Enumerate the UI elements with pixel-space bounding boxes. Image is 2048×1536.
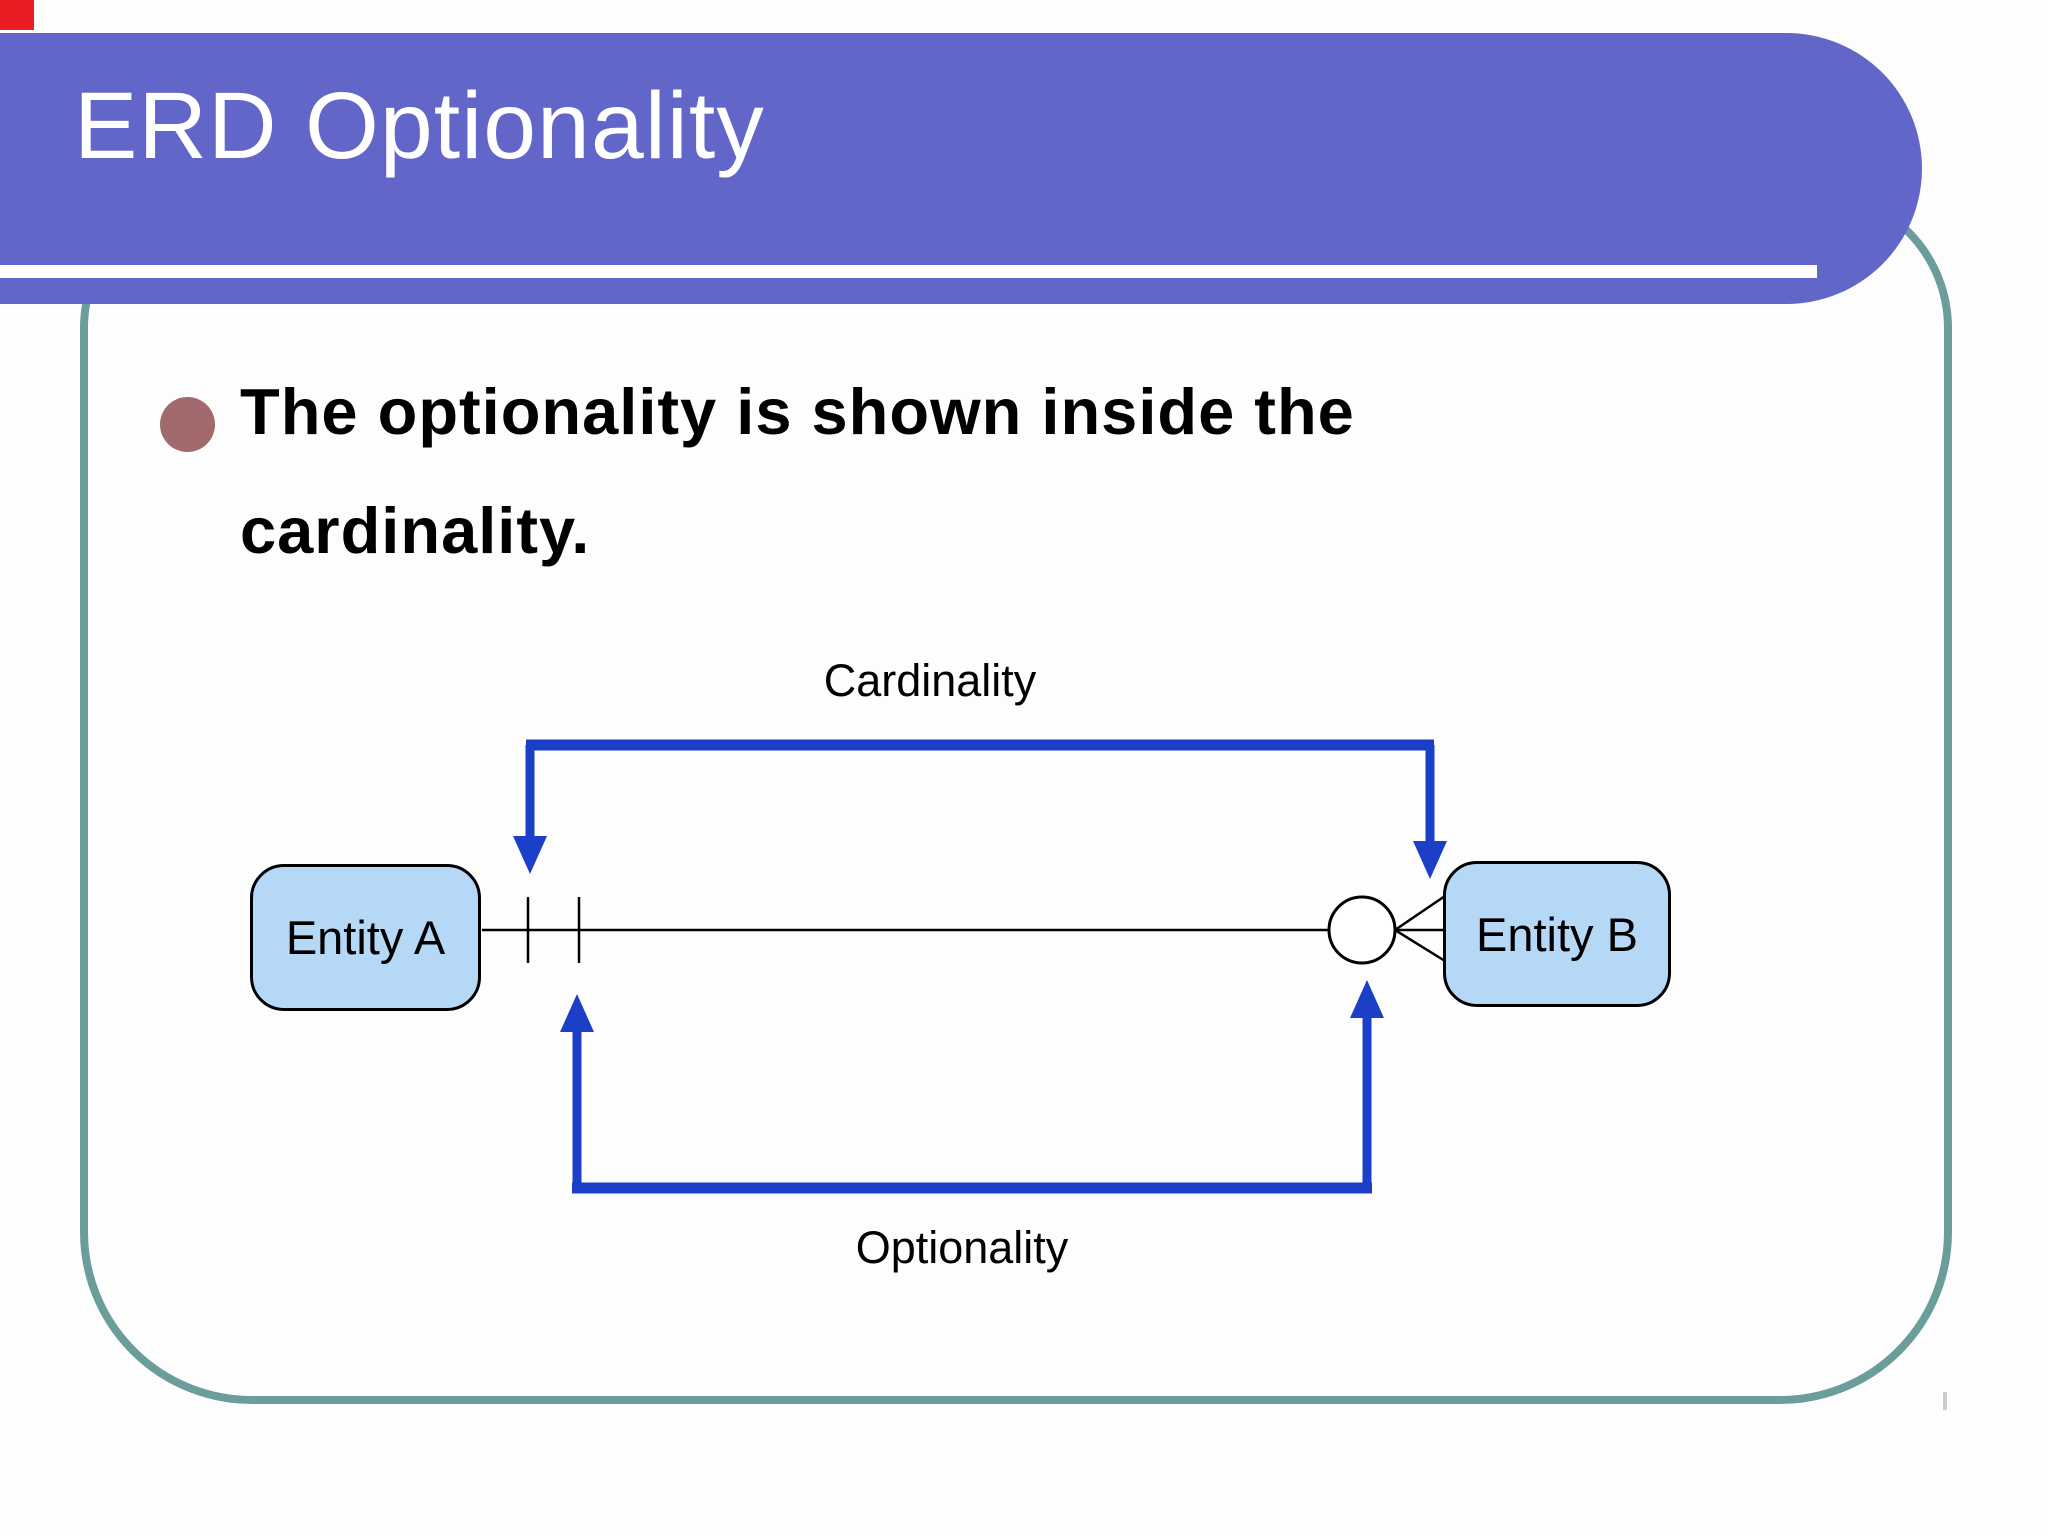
title-header-bar [0, 33, 1922, 304]
optionality-label: Optionality [855, 1222, 1069, 1273]
faint-corner-dash [1943, 1392, 1947, 1410]
cardinality-label: Cardinality [823, 655, 1037, 706]
red-corner-mark [0, 0, 34, 30]
entity-a-box: Entity A [250, 864, 481, 1011]
entity-b-box: Entity B [1443, 861, 1671, 1007]
entity-a-label: Entity A [285, 911, 446, 964]
header-underline [0, 265, 1817, 278]
bullet-point-icon [160, 397, 215, 452]
bullet-text: The optionality is shown inside the card… [240, 375, 1355, 567]
entity-b-label: Entity B [1476, 907, 1638, 961]
page-title: ERD Optionality [74, 73, 765, 179]
